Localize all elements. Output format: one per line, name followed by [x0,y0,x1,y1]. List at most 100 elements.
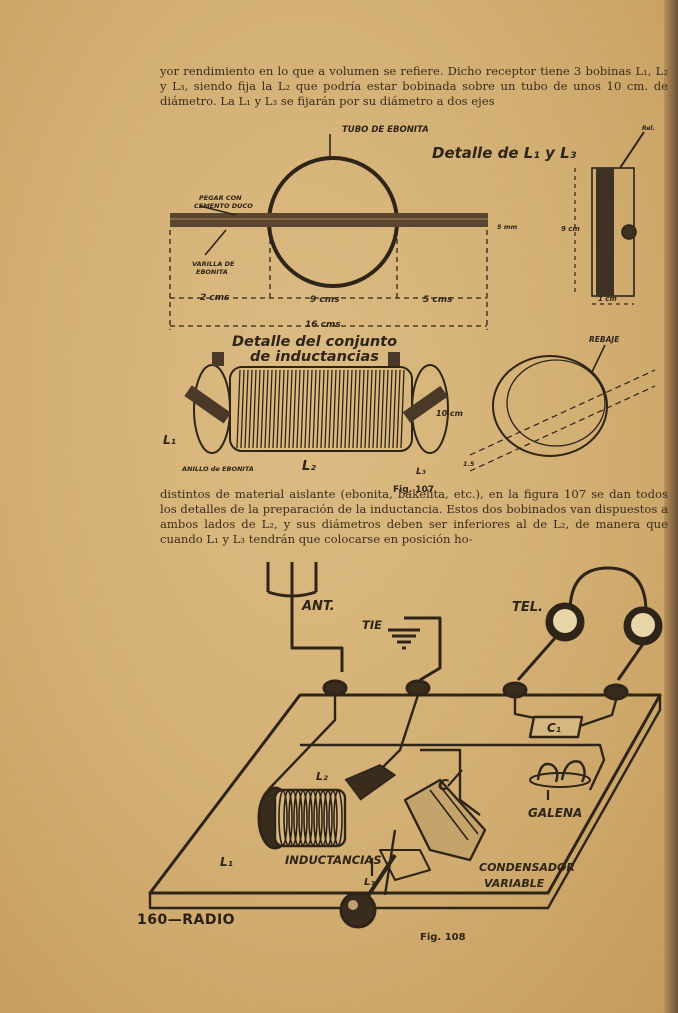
headphones [516,566,663,681]
board-coil-winding [318,790,328,846]
coil-winding [288,369,293,449]
coil-winding [376,369,381,449]
label-l1-board: L₁ [220,855,233,869]
coil-winding [384,369,389,449]
figure-108-caption: Fig. 108 [420,932,466,943]
label-9cm-bottom: 9 cms [310,295,340,305]
board-coil-winding [283,790,293,846]
coil-winding [372,369,377,449]
coil-winding [272,369,277,449]
base-board [148,693,662,910]
rebaje-ring [469,344,656,472]
board-coil-winding [313,790,323,846]
label-l2-board: L₂ [316,770,328,783]
coil-winding [364,369,369,449]
label-detalle-conjunto: Detalle del conjunto [232,334,397,350]
coil-winding [324,369,329,449]
coil-winding [252,369,257,449]
board-coil-winding [333,790,343,846]
coil-winding [280,369,285,449]
label-c1: C₁ [547,721,561,735]
coil-winding [308,369,313,449]
coil-winding [296,369,301,449]
fixed-capacitor [528,715,584,739]
label-variable: VARIABLE [484,877,545,890]
coil-winding [340,369,345,449]
label-l2: L₂ [302,459,316,474]
label-rel: Rel. [642,125,655,132]
coil-winding [268,369,273,449]
variable-condenser [379,778,487,896]
label-anillo-ebonita: ANILLO de EBONITA [181,465,254,473]
coil-winding [264,369,269,449]
coil-detail-L1-L3 [574,131,645,305]
board-coil-winding [328,790,338,846]
paragraph-middle: distintos de material aislante (ebonita,… [160,487,668,546]
coil-winding [240,369,245,449]
page-footer: 160—RADIO [137,912,236,928]
coil-winding [260,369,265,449]
coil-winding [332,369,337,449]
label-10cm: 10 cm [436,409,463,418]
board-coil-winding [323,790,333,846]
board-coil-winding [303,790,313,846]
coil-winding [292,369,297,449]
wiring [267,694,618,816]
board-coil-winding [298,790,308,846]
label-tubo-ebonita: TUBO DE EBONITA [342,125,429,135]
board-coil-winding [278,790,288,846]
coil-winding [356,369,361,449]
label-1cm: 1 cm [598,295,617,303]
label-inductancias: INDUCTANCIAS [285,853,382,867]
label-9cm: 9 cm [561,225,580,233]
coil-winding [396,369,401,449]
label-tel: TEL. [512,600,543,615]
label-varilla-ebonita-1: VARILLA DE [192,260,235,268]
coil-winding [360,369,365,449]
galena-detector [529,760,591,788]
label-galena: GALENA [528,806,582,820]
board-coil [257,764,396,850]
antenna-symbol [266,562,344,672]
tuning-knob[interactable] [339,853,397,929]
coil-winding [248,369,253,449]
board-coil-winding [308,790,318,846]
coil-assembly [184,352,449,454]
label-l1: L₁ [163,433,176,447]
label-16cm: 16 cms [305,320,341,330]
coil-winding [380,369,385,449]
label-condensador: CONDENSADOR [479,861,575,874]
coil-winding [336,369,341,449]
label-c: C [438,776,449,794]
ground-symbol [388,616,442,682]
coil-winding [316,369,321,449]
label-l3-board: L₃ [364,877,375,888]
coil-winding [244,369,249,449]
label-5mm: 5 mm [497,223,518,231]
label-de-inductancias: de inductancias [250,349,379,365]
coil-winding [304,369,309,449]
paragraph-top: yor rendimiento en lo que a volumen se r… [160,64,668,108]
coil-winding [392,369,397,449]
coil-winding [320,369,325,449]
coil-winding [276,369,281,449]
coil-winding [328,369,333,449]
coil-winding [300,369,305,449]
label-varilla-ebonita-2: EBONITA [196,268,228,276]
coil-winding [312,369,317,449]
coil-winding [348,369,353,449]
coil-winding [352,369,357,449]
label-15: 1.5 [463,460,475,468]
coil-winding [284,369,289,449]
coil-winding [400,369,405,449]
coil-winding [236,369,241,449]
coil-winding [368,369,373,449]
board-coil-winding [288,790,298,846]
label-pegar-con: PEGAR CON [199,194,242,202]
ebonite-rod [170,213,488,227]
label-rebaje: REBAJE [589,335,620,344]
label-ant: ANT. [301,599,335,614]
